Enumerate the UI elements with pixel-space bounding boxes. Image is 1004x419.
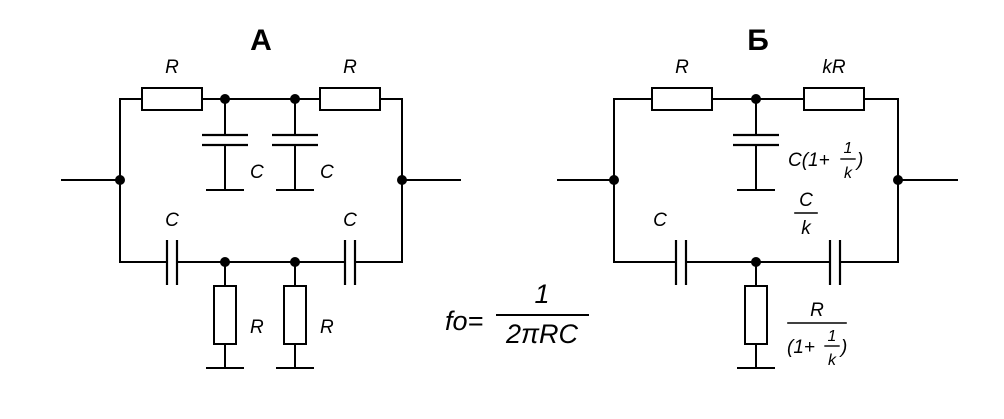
b-junction-dot (893, 175, 903, 185)
b-junction-dot (751, 257, 761, 267)
b-label-r-bottom-den-suffix: ) (839, 337, 847, 358)
a-label-r-bottom-left: R (250, 317, 264, 338)
formula: fo= 1 2πRC (445, 279, 589, 349)
b-label-r-top: R (675, 57, 689, 78)
b-junction-dot (609, 175, 619, 185)
a-junction-dot (290, 94, 300, 104)
b-resistor-bottom (744, 285, 768, 345)
a-label-r-bottom-right: R (320, 317, 334, 338)
a-junction-dot (290, 257, 300, 267)
a-label-c-mid-left: C (250, 162, 264, 183)
b-label-c-bottom-left: C (653, 210, 667, 231)
a-junction-dot (397, 175, 407, 185)
a-label-c-bottom-left: C (165, 210, 179, 231)
a-resistor-bottom-right (283, 285, 307, 345)
circuit-b: Б R kR C(1+ 1 k ) C C (557, 24, 958, 369)
b-label-c-mid-suffix: ) (855, 150, 863, 171)
a-label-c-bottom-right: C (343, 210, 357, 231)
b-resistor-top (651, 87, 713, 111)
a-junction-dot (220, 257, 230, 267)
a-resistor-bottom-left (213, 285, 237, 345)
formula-denominator: 2πRC (505, 319, 579, 349)
b-label-r-bottom-den-den: k (828, 352, 837, 369)
a-junction-dot (115, 175, 125, 185)
formula-numerator: 1 (534, 279, 549, 309)
circuit-a-title: А (250, 24, 272, 57)
b-label-c-k-num: C (799, 190, 813, 211)
a-label-c-mid-right: C (320, 162, 334, 183)
b-label-c-mid-den: k (844, 165, 853, 182)
b-label-kr-top: kR (822, 57, 846, 78)
b-label-r-bottom-den-prefix: (1+ (787, 337, 815, 358)
a-resistor-top-right (319, 87, 381, 111)
a-label-r-top-right: R (343, 57, 357, 78)
a-junction-dot (220, 94, 230, 104)
formula-lhs: fo= (445, 306, 483, 336)
b-junction-dot (751, 94, 761, 104)
circuit-a: А R R C C C C (61, 24, 461, 369)
circuit-b-title: Б (747, 24, 769, 57)
b-label-c-mid-num: 1 (844, 140, 853, 157)
a-resistor-top-left (141, 87, 203, 111)
b-resistor-kr-top (803, 87, 865, 111)
b-label-r-bottom-num: R (810, 300, 824, 321)
b-label-r-bottom-den-num: 1 (828, 328, 837, 345)
a-label-r-top-left: R (165, 57, 179, 78)
b-label-c-k-den: k (801, 218, 812, 239)
b-label-c-mid-prefix: C(1+ (788, 150, 830, 171)
